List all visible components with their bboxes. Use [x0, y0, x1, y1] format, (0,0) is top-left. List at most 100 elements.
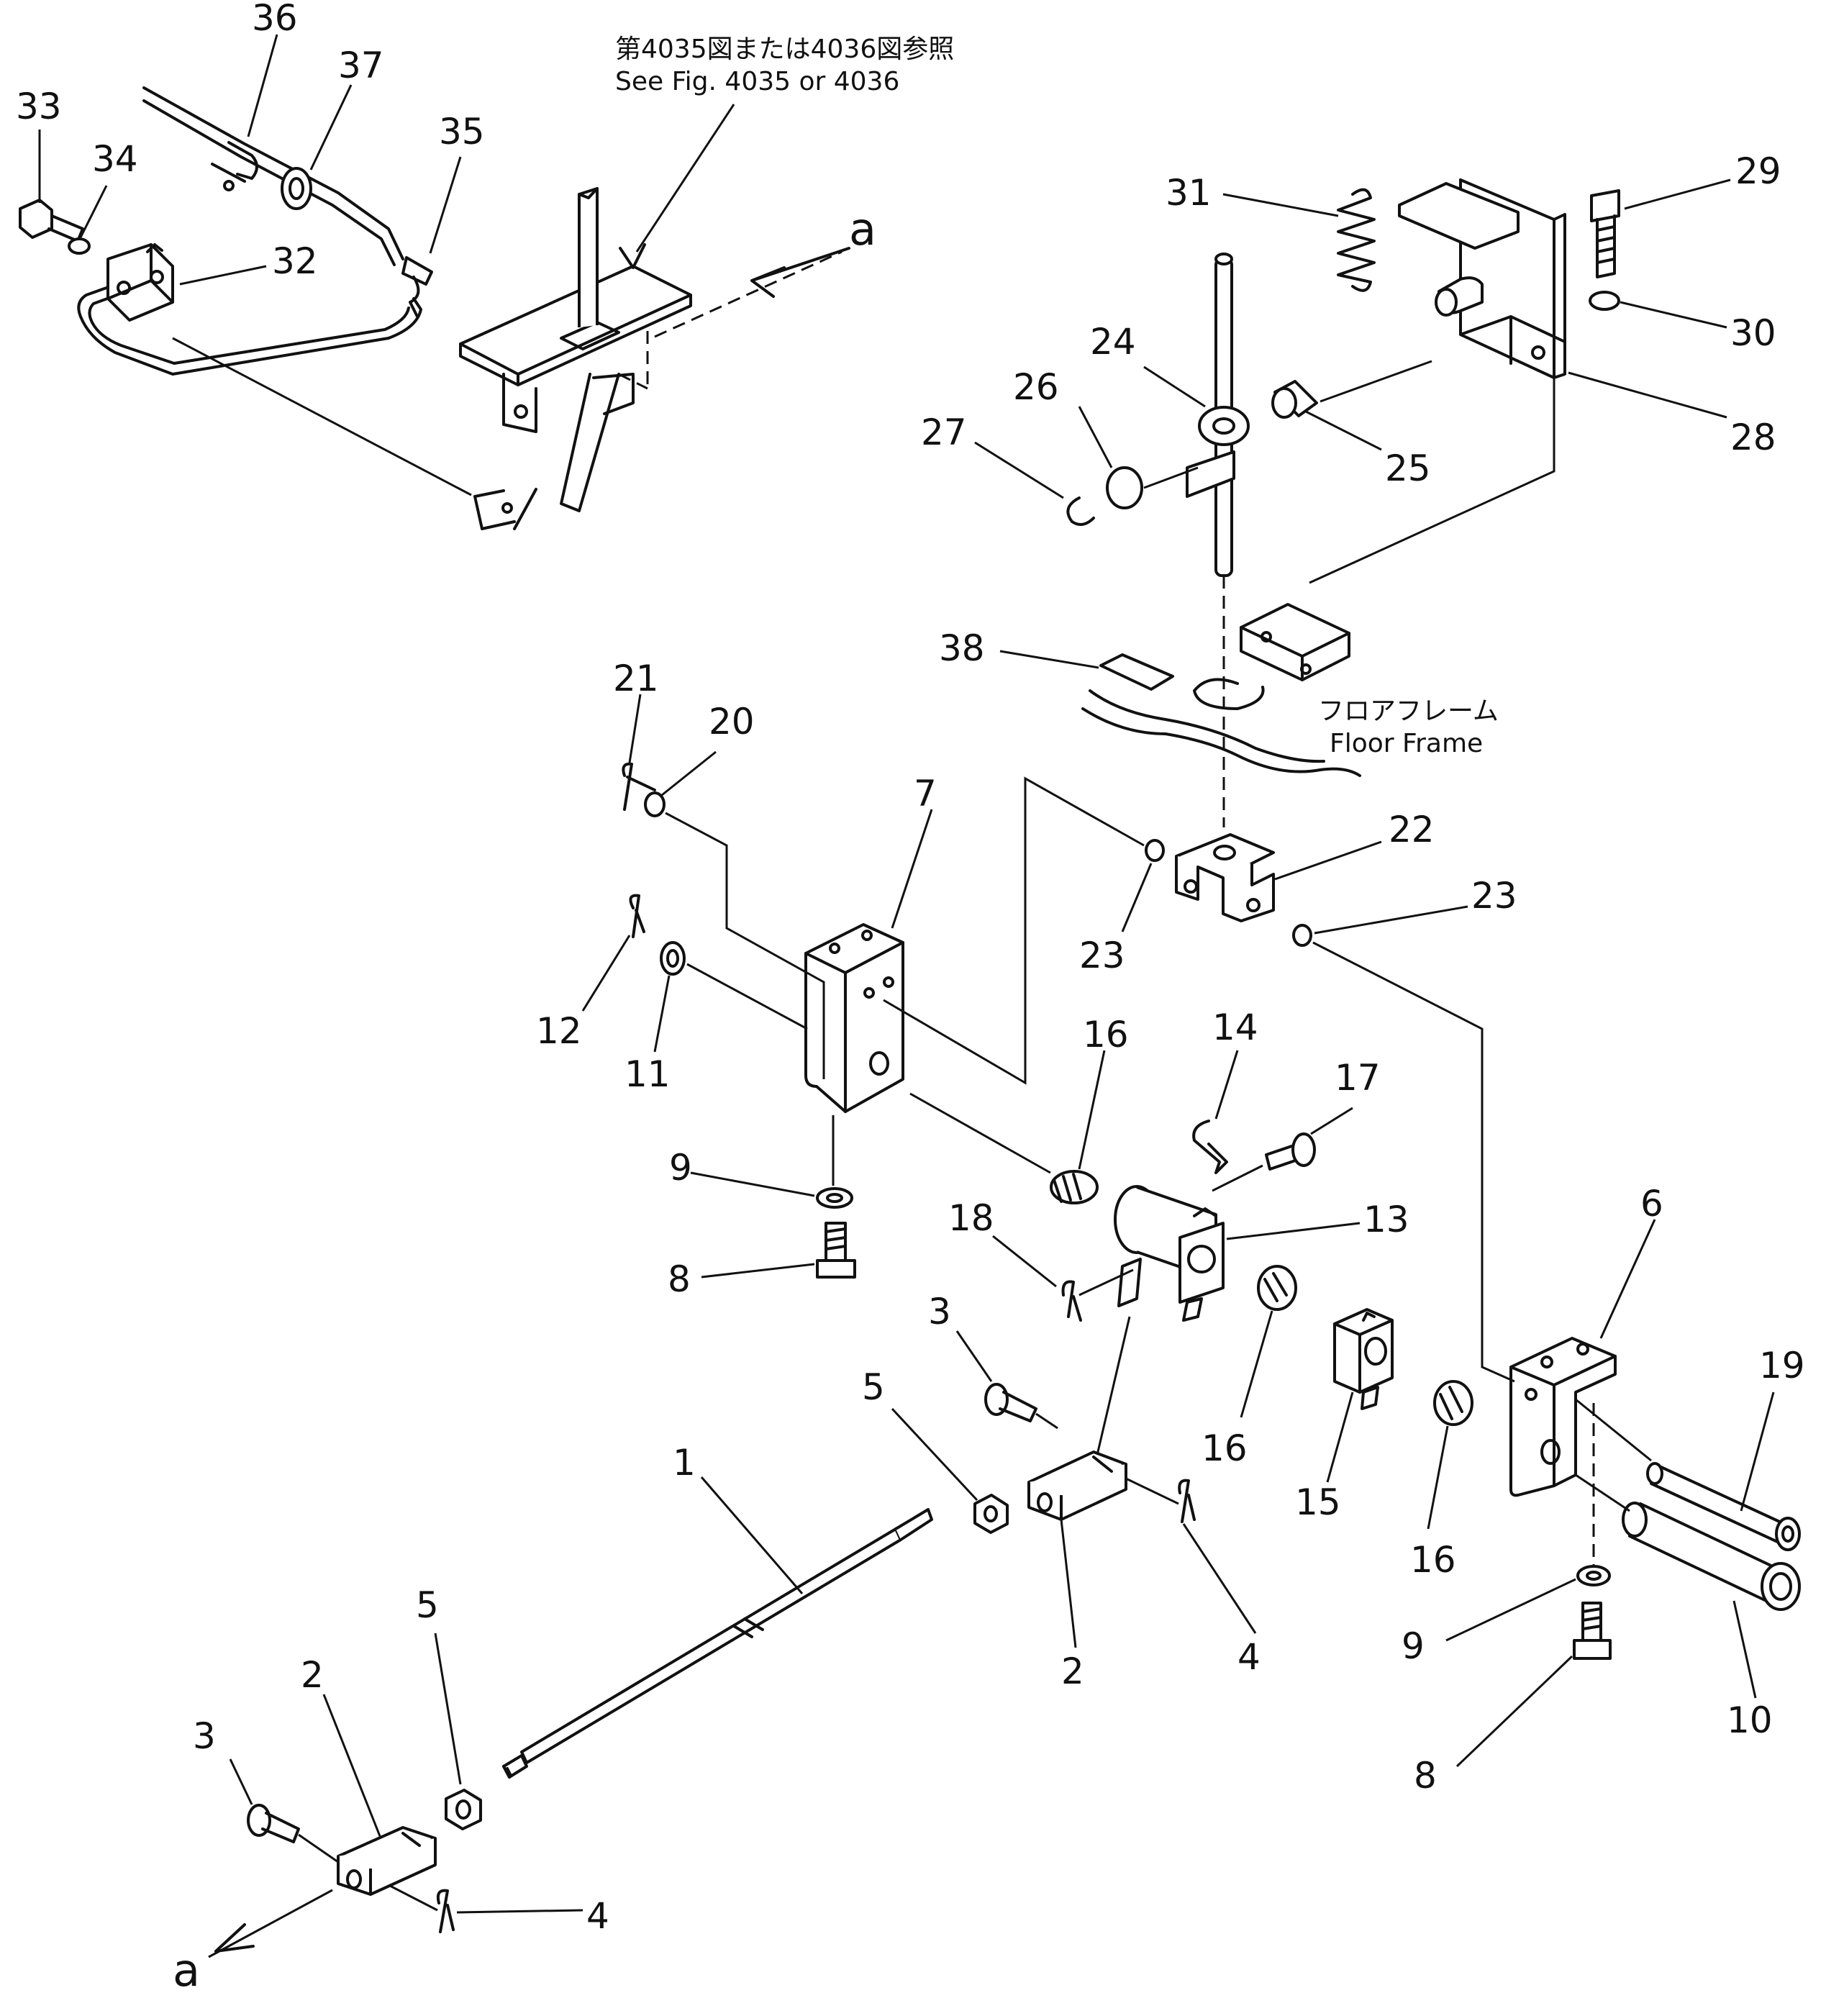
label-27: 27: [921, 412, 967, 453]
ref-note-jp: 第4035図または4036図参照: [615, 35, 954, 64]
leader-16-right: [1427, 1425, 1449, 1530]
label-11: 11: [624, 1053, 671, 1095]
bracket-6: [1509, 1337, 1617, 1497]
bolt-29: [1590, 189, 1620, 278]
leader-15: [1326, 1391, 1354, 1483]
bolt-17: [1265, 1132, 1316, 1171]
label-30: 30: [1730, 312, 1776, 354]
label-23-right: 23: [1471, 875, 1517, 917]
label-23-upper: 23: [1079, 935, 1125, 976]
label-9-right: 9: [1402, 1625, 1425, 1667]
bushing-25: [1271, 380, 1318, 419]
bolt-8-right: [1573, 1602, 1612, 1660]
spring-31: [1337, 188, 1376, 292]
floor-note-jp: フロアフレーム: [1318, 696, 1499, 726]
bolt-3-left: [247, 1804, 300, 1843]
pin-19: [1646, 1462, 1801, 1551]
pin-23-upper: [1145, 839, 1165, 862]
leader-9-right: [1445, 1578, 1576, 1642]
label-10: 10: [1727, 1699, 1773, 1741]
ref-arrowhead: [619, 243, 646, 269]
leader-24: [1143, 365, 1206, 408]
bolt3r-clevis-link: [1035, 1412, 1058, 1430]
label-13: 13: [1363, 1199, 1409, 1240]
label-38: 38: [939, 627, 985, 669]
label-5-left: 5: [416, 1584, 439, 1626]
leader-12: [581, 935, 631, 1012]
cotter-21: [622, 762, 656, 811]
label-18: 18: [948, 1197, 994, 1239]
leader-19: [1740, 1391, 1775, 1512]
leader-18: [992, 1235, 1057, 1288]
leader-23-upper: [1121, 863, 1153, 932]
block13-cotter-link: [1078, 1268, 1134, 1297]
leader-34: [79, 185, 108, 238]
bolt-33: [19, 199, 84, 242]
washer-30: [1589, 291, 1620, 311]
washer-9-right: [1576, 1565, 1611, 1586]
bracket-28: [1398, 178, 1566, 379]
leader-37: [309, 84, 353, 171]
arrow-a-bottom-line: [208, 1889, 333, 1958]
arrow-a-top-line: [654, 250, 842, 338]
snap-ring-27: [1066, 496, 1095, 526]
clevis-cotter-link: [1125, 1477, 1179, 1505]
leader-16-upper: [1078, 1050, 1106, 1170]
label-2-left: 2: [301, 1654, 324, 1696]
notes: 第4035図または4036図参照 See Fig. 4035 or 4036 フ…: [173, 35, 1499, 1997]
leader-17: [1310, 1107, 1353, 1135]
cotter-4-left: [436, 1889, 455, 1933]
nut-5-left: [445, 1789, 482, 1830]
label-20: 20: [709, 701, 755, 743]
leader-14: [1214, 1050, 1239, 1120]
leader-3-left: [229, 1758, 253, 1805]
block-13: [1114, 1185, 1225, 1322]
pin23-bracket6-link: [1312, 941, 1515, 1383]
ref-note-en: See Fig. 4035 or 4036: [615, 67, 899, 96]
leader-31: [1222, 193, 1339, 217]
label-22: 22: [1389, 809, 1435, 850]
clevis-2-left: [337, 1826, 437, 1896]
block-15: [1333, 1308, 1394, 1410]
label-4-left: 4: [586, 1895, 609, 1937]
leader-27: [974, 441, 1064, 499]
bush25-link: [1320, 360, 1432, 403]
rod-1: [502, 1508, 933, 1779]
label-5-right: 5: [862, 1366, 885, 1408]
leader-28: [1568, 371, 1727, 419]
label-9-left: 9: [669, 1147, 692, 1189]
bracket7-bush16-link: [909, 1092, 1051, 1174]
leader-20: [661, 750, 717, 796]
leader-6: [1599, 1219, 1656, 1339]
leader-26: [1078, 406, 1113, 468]
block13-clip-link: [1212, 1164, 1263, 1192]
washer-34: [68, 237, 91, 255]
label-34: 34: [92, 138, 138, 180]
label-32: 32: [272, 240, 318, 282]
washer-11: [660, 941, 686, 976]
label-37: 37: [338, 45, 384, 86]
clevis-block13-link: [1096, 1316, 1131, 1456]
washer-9-left: [816, 1187, 853, 1209]
floor-note-en: Floor Frame: [1330, 729, 1483, 758]
leader-13: [1226, 1222, 1361, 1240]
leader-16-middle: [1240, 1310, 1273, 1418]
label-14: 14: [1212, 1007, 1258, 1048]
bushing-16-middle: [1257, 1265, 1297, 1311]
rod-32: [77, 243, 422, 376]
shaft-24: [1186, 253, 1250, 577]
label-4-right: 4: [1237, 1636, 1261, 1678]
rod32-link-line: [172, 337, 472, 496]
leader-8-right: [1455, 1655, 1573, 1768]
label-29: 29: [1735, 150, 1781, 192]
bolt-3-right: [984, 1383, 1037, 1422]
leader-29: [1624, 178, 1731, 210]
leader-22: [1274, 840, 1382, 881]
bracket6-pin19-link: [1575, 1398, 1652, 1462]
leader-5-right: [891, 1407, 978, 1502]
lever-22: [1175, 833, 1275, 922]
bracket7-pin23-link: [883, 776, 1145, 1085]
label-8-right: 8: [1414, 1755, 1437, 1797]
nut-5-right: [973, 1494, 1009, 1534]
